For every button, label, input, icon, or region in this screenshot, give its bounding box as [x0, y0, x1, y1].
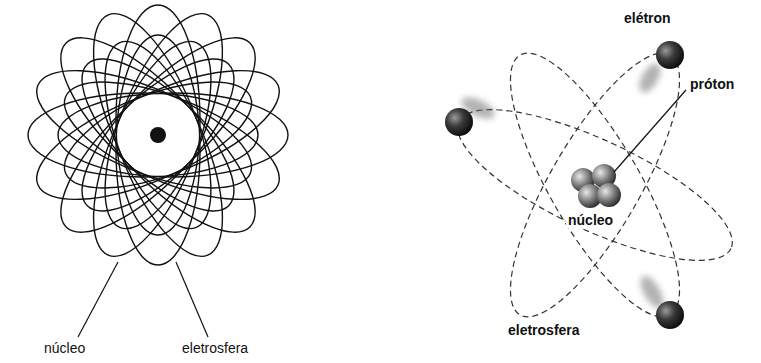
orbit [481, 33, 709, 338]
leader-line [614, 90, 686, 172]
electron-trail [458, 60, 668, 311]
electron [445, 108, 473, 136]
orbit-loop [58, 13, 280, 235]
electrosphere-label: eletrosfera [180, 340, 250, 356]
proton-label: próton [688, 76, 736, 92]
electron [656, 41, 684, 69]
orbit-group [440, 33, 750, 338]
orbit [481, 33, 709, 338]
electron-label: elétron [622, 10, 673, 26]
nucleus-cluster [571, 164, 621, 208]
electrosphere-label: eletrosfera [506, 322, 582, 338]
electron [656, 301, 684, 329]
orbit-loop [50, 46, 295, 212]
orbit-loop [22, 58, 267, 224]
nucleus-label: núcleo [42, 340, 87, 356]
orbit-loop [116, 35, 200, 265]
nucleus-dot [150, 127, 166, 143]
nucleus-label: núcleo [566, 212, 615, 228]
orbit [440, 81, 750, 289]
orbit-loop [58, 93, 288, 177]
leader-line [176, 262, 208, 337]
leader-line [78, 262, 118, 337]
orbit-loop [81, 0, 247, 243]
nucleus-halo [143, 120, 173, 150]
orbit-loop [116, 5, 200, 235]
orbit-rosette [22, 0, 294, 271]
orbit-loop [69, 0, 235, 243]
orbit-loop [28, 93, 258, 177]
